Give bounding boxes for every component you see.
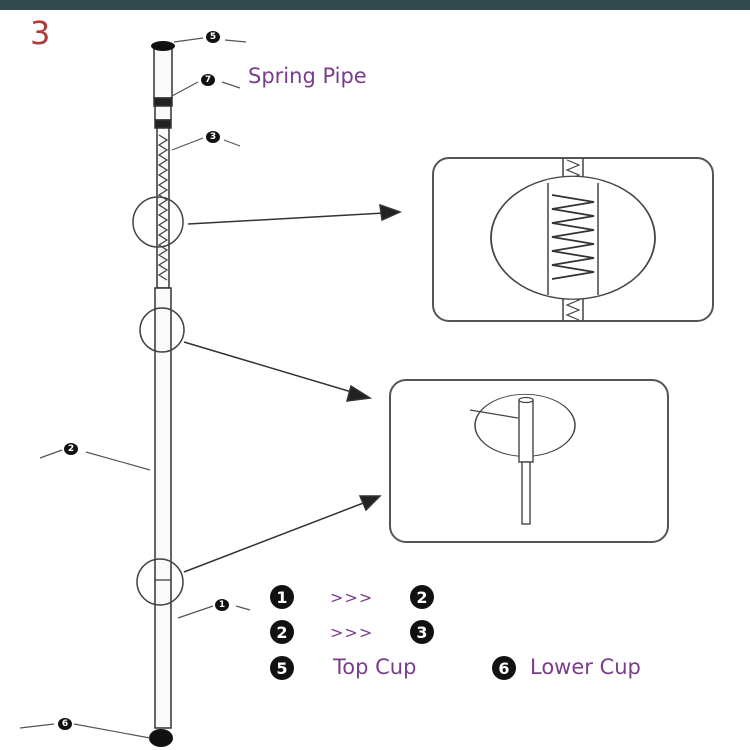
legend-top-cup-label: Top Cup [333,655,417,679]
magnifier-circle-joint [139,307,185,353]
step-2-from: 2 [270,620,294,644]
step-1-from: 1 [270,585,294,609]
legend-lower-cup-label: Lower Cup [530,655,641,679]
legend-top-cup-number: 5 [270,656,294,680]
header-bar [0,0,750,10]
callout-spring-pipe: 7 [201,74,215,86]
pole-joint [154,105,172,121]
callout-top-cup: 5 [206,31,220,43]
detail-box-joint [389,379,669,543]
step-1-to: 2 [410,585,434,609]
pole-lower-segment [154,287,172,729]
callout-lower-cup: 6 [58,718,72,730]
step-2-to: 3 [410,620,434,644]
detail-box-spring [432,157,714,322]
lower-cup-shape [149,729,173,747]
pole [153,47,173,729]
magnifier-circle-spring [132,196,184,248]
legend-lower-cup-number: 6 [492,656,516,680]
pole-top-segment [153,47,173,99]
callout-spring: 3 [206,131,220,143]
callout-bottom-pipe: 1 [215,599,229,611]
pole-joint-dark-2 [154,119,172,129]
spring-coil [157,134,169,281]
step-2-arrow: >>> [330,623,374,642]
callout-lower-pipe: 2 [64,443,78,455]
pole-joint-dark [153,97,173,107]
spring-pipe-label: Spring Pipe [248,64,367,88]
step-number: 3 [30,14,51,52]
step-1-arrow: >>> [330,588,374,607]
top-cup-shape [151,41,175,51]
magnifier-circle-lower-joint [136,558,184,606]
